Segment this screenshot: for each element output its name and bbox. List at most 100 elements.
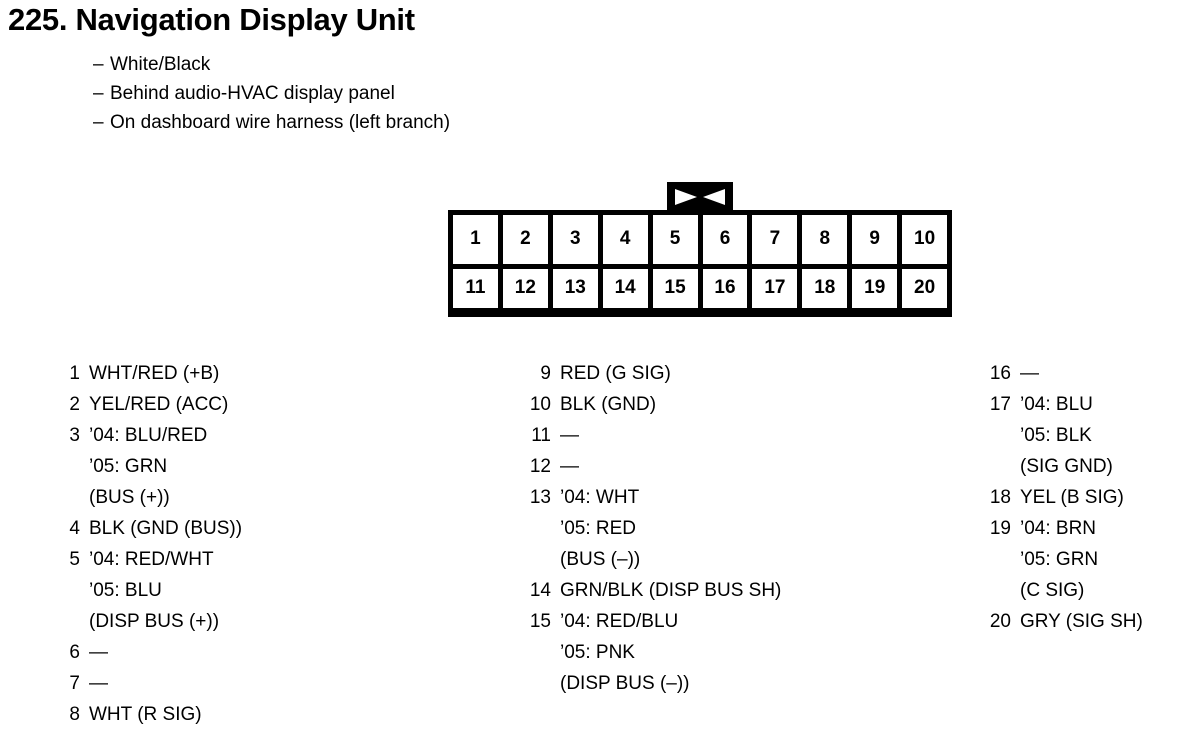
bowtie-latch-icon: [667, 182, 733, 212]
pin-number: 20: [989, 611, 1011, 632]
pin-cell-11: 11: [453, 268, 498, 308]
pin-description-line: —: [89, 673, 108, 694]
pin-description-line: ’04: BRN: [1020, 518, 1097, 539]
pin-number: 7: [69, 673, 80, 694]
pin-cell-18: 18: [797, 268, 848, 308]
pin-number: 4: [69, 518, 80, 539]
subtitle-line: –Behind audio-HVAC display panel: [93, 83, 450, 112]
pin-cell-1: 1: [453, 215, 498, 264]
pin-description-line: (C SIG): [1020, 580, 1085, 601]
pin-cell-9: 9: [847, 215, 898, 264]
pin-description: —: [560, 420, 579, 451]
pin-cell-4: 4: [597, 215, 648, 264]
pin-cell-14: 14: [597, 268, 648, 308]
pin-cell-12: 12: [497, 268, 548, 308]
subtitle-line: –White/Black: [93, 54, 450, 83]
pin-legend-entry: 20 GRY (SIG SH): [985, 606, 1143, 637]
pin-number: 11: [531, 425, 551, 446]
pin-cell-6: 6: [697, 215, 748, 264]
subtitle-line: –On dashboard wire harness (left branch): [93, 112, 450, 141]
pin-number: 3: [69, 425, 80, 446]
pin-cell-20: 20: [897, 268, 948, 308]
pin-legend-entry: 5 ’04: RED/WHT ’05: BLU (DISP BUS (+)): [62, 544, 242, 637]
pin-legend-entry: 9 RED (G SIG): [525, 358, 781, 389]
pin-description-line: ’04: BLU: [1020, 394, 1093, 415]
pin-description-line: —: [1020, 363, 1039, 384]
pin-cell-8: 8: [797, 215, 848, 264]
pin-description-line: ’05: BLU: [89, 580, 162, 601]
subtitle-text: White/Black: [110, 54, 211, 75]
pin-number: 10: [529, 394, 551, 415]
pin-description: —: [1020, 358, 1039, 389]
pin-description-line: ’04: BLU/RED: [89, 425, 208, 446]
pin-legend-entry: 16—: [985, 358, 1143, 389]
pin-description-line: RED (G SIG): [560, 363, 671, 384]
pin-description: BLK (GND (BUS)): [89, 513, 242, 544]
pin-description: ’04: WHT’05: RED(BUS (–)): [560, 482, 640, 575]
pin-description-line: GRY (SIG SH): [1020, 611, 1143, 632]
pin-legend-entry: 4 BLK (GND (BUS)): [62, 513, 242, 544]
pin-description: ’04: RED/WHT ’05: BLU (DISP BUS (+)): [89, 544, 219, 637]
subtitle-dash-icon: –: [93, 83, 104, 104]
pin-description-line: YEL (B SIG): [1020, 487, 1124, 508]
pin-number: 17: [989, 394, 1011, 415]
pin-legend-entry: 7—: [62, 668, 242, 699]
pin-legend-entry: 17 ’04: BLU ’05: BLK (SIG GND): [985, 389, 1143, 482]
pin-number: 1: [69, 363, 80, 384]
pin-description: GRY (SIG SH): [1020, 606, 1143, 637]
pin-number: 14: [529, 580, 551, 601]
pin-number: 5: [69, 549, 80, 570]
pin-cell-2: 2: [497, 215, 548, 264]
pin-number: 9: [540, 363, 551, 384]
pin-description: RED (G SIG): [560, 358, 671, 389]
pin-description-line: (DISP BUS (+)): [89, 611, 220, 632]
pin-description-line: —: [560, 425, 579, 446]
pin-number: 12: [529, 456, 551, 477]
pin-description-line: (BUS (–)): [560, 549, 641, 570]
pin-legend-entry: 1 WHT/RED (+B): [62, 358, 242, 389]
pin-cell-13: 13: [547, 268, 598, 308]
pin-description-line: —: [89, 642, 108, 663]
pin-description-line: (DISP BUS (–)): [560, 673, 690, 694]
pin-description-line: ’05: BLK: [1020, 425, 1092, 446]
pin-description-line: (SIG GND): [1020, 456, 1113, 477]
pin-description: ’04: BLU ’05: BLK (SIG GND): [1020, 389, 1113, 482]
pin-number: 2: [69, 394, 80, 415]
pin-description: WHT (R SIG): [89, 699, 202, 730]
page-title: 225. Navigation Display Unit: [8, 2, 415, 37]
pin-description-line: ’05: RED: [560, 518, 637, 539]
subtitle-text: On dashboard wire harness (left branch): [110, 112, 451, 133]
pin-description: ’04: RED/BLU’05: PNK(DISP BUS (–)): [560, 606, 690, 699]
pin-legend-entry: 11 —: [525, 420, 781, 451]
subtitle-dash-icon: –: [93, 54, 104, 75]
pin-cell-10: 10: [897, 215, 948, 264]
pin-description-line: ’04: RED/WHT: [89, 549, 214, 570]
pin-number: 6: [69, 642, 80, 663]
pin-cell-16: 16: [697, 268, 748, 308]
pin-cell-19: 19: [847, 268, 898, 308]
pin-description-line: ’05: PNK: [560, 642, 635, 663]
pin-legend-entry: 12 —: [525, 451, 781, 482]
pin-legend-entry: 3 ’04: BLU/RED’05: GRN(BUS (+)): [62, 420, 242, 513]
subtitle-text: Behind audio-HVAC display panel: [110, 83, 395, 104]
pin-description: ’04: BLU/RED’05: GRN(BUS (+)): [89, 420, 207, 513]
pin-legend-entry: 14 GRN/BLK (DISP BUS SH): [525, 575, 782, 606]
pin-cell-7: 7: [747, 215, 798, 264]
pin-legend-entry: 13’04: WHT’05: RED(BUS (–)): [525, 482, 781, 575]
pin-description: GRN/BLK (DISP BUS SH): [560, 575, 781, 606]
pin-cell-15: 15: [647, 268, 698, 308]
pin-description-line: (BUS (+)): [89, 487, 170, 508]
subtitle-list: –White/Black–Behind audio-HVAC display p…: [93, 54, 450, 141]
pin-legend-entry: 19’04: BRN’05: GRN(C SIG): [985, 513, 1143, 606]
pin-description: —: [89, 668, 108, 699]
pin-description-line: WHT/RED (+B): [89, 363, 220, 384]
pin-cell-5: 5: [647, 215, 698, 264]
pin-description-line: —: [560, 456, 579, 477]
